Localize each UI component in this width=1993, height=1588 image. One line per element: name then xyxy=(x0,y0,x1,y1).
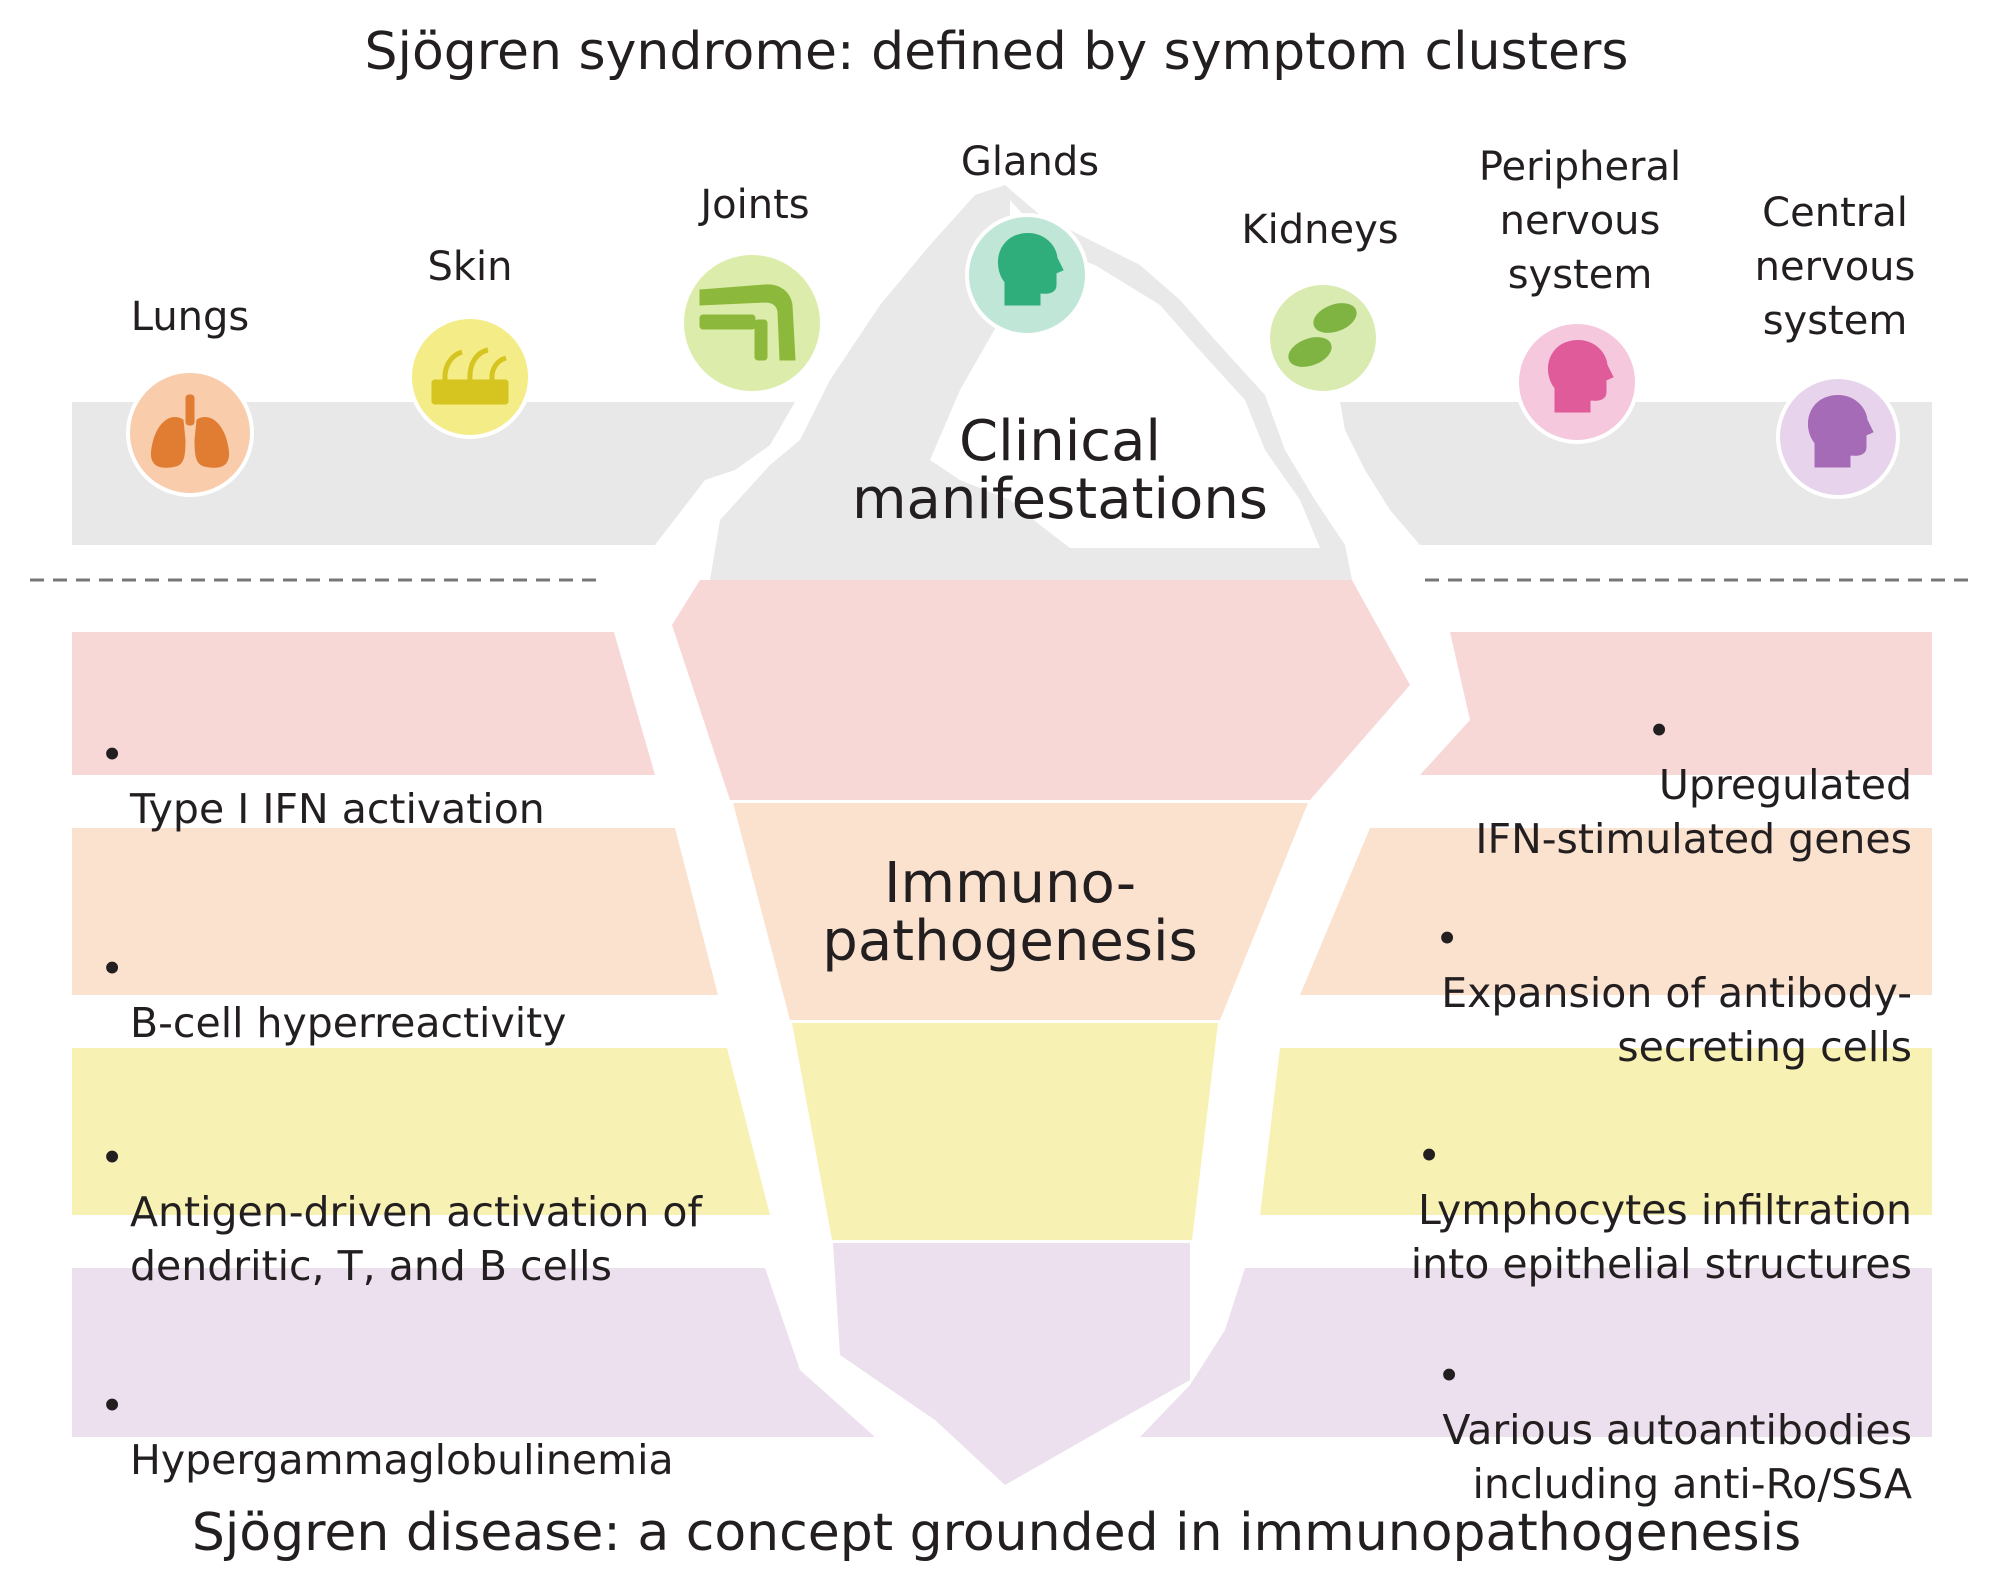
band-text-left-antigen: • Antigen-driven activation of dendritic… xyxy=(100,1077,740,1347)
band-bcell-left xyxy=(72,828,718,995)
organ-label-cns: Central nervous system xyxy=(1754,190,1916,344)
bottom-title: Sjögren disease: a concept grounded in i… xyxy=(191,1503,1802,1563)
band-text-left-autoab: • Hypergammaglobulinemia xyxy=(100,1325,740,1541)
band-text-left-bcell-content: B-cell hyperreactivity xyxy=(130,999,567,1047)
organ-label-pns: Peripheral nervous system xyxy=(1478,144,1682,298)
head-nerve-icon xyxy=(1515,320,1639,444)
organ-label-skin: Skin xyxy=(427,244,513,290)
band-text-right-autoab: • Various autoantibodies including anti-… xyxy=(1380,1295,1912,1565)
top-title: Sjögren syndrome: defined by symptom clu… xyxy=(364,22,1629,82)
band-autoab-left xyxy=(72,1268,875,1437)
joint-icon xyxy=(680,251,824,395)
iceberg-layer-antigen xyxy=(792,1023,1218,1240)
band-antigen-left xyxy=(72,1048,770,1215)
band-text-right-antigen: • Lymphocytes infiltration into epitheli… xyxy=(1380,1075,1912,1345)
band-antigen-right xyxy=(1260,1048,1932,1215)
band-text-right-bcell-content: Expansion of antibody- secreting cells xyxy=(1441,969,1912,1071)
band-text-right-bcell: • Expansion of antibody- secreting cells xyxy=(1380,858,1912,1128)
band-text-left-antigen-content: Antigen-driven activation of dendritic, … xyxy=(130,1188,702,1290)
organ-label-glands: Glands xyxy=(960,139,1100,185)
band-text-left-ifn: • Type I IFN activation xyxy=(100,674,660,890)
band-text-left-ifn-content: Type I IFN activation xyxy=(130,785,545,833)
organ-label-joints: Joints xyxy=(700,182,810,228)
skin-icon xyxy=(408,315,532,439)
band-ifn-left xyxy=(72,632,655,775)
band-bcell-right xyxy=(1300,828,1932,995)
lungs-icon xyxy=(126,369,254,497)
band-text-right-ifn: • Upregulated IFN-stimulated genes xyxy=(1380,650,1912,920)
band-text-right-antigen-content: Lymphocytes infiltration into epithelial… xyxy=(1410,1186,1912,1288)
organ-label-kidneys: Kidneys xyxy=(1241,207,1399,253)
band-text-right-ifn-content: Upregulated IFN-stimulated genes xyxy=(1475,761,1912,863)
head-brain-icon xyxy=(1776,375,1900,499)
immunopathogenesis-label: Immuno- pathogenesis xyxy=(822,851,1198,974)
band-text-right-autoab-content: Various autoantibodies including anti-Ro… xyxy=(1442,1406,1912,1508)
band-text-left-bcell: • B-cell hyperreactivity xyxy=(100,888,660,1104)
organ-label-lungs: Lungs xyxy=(130,294,250,340)
iceberg-layer-autoab xyxy=(833,1243,1190,1485)
band-ifn-right xyxy=(1420,632,1932,775)
band-autoab-right xyxy=(1140,1268,1932,1437)
head-gland-icon xyxy=(965,213,1089,337)
band-text-left-autoab-content: Hypergammaglobulinemia xyxy=(130,1436,674,1484)
iceberg-layer-bcell xyxy=(733,803,1308,1020)
iceberg-layer-ifn xyxy=(672,580,1410,800)
clinical-manifestations-label: Clinical manifestations xyxy=(852,409,1268,532)
kidney-icon xyxy=(1266,281,1380,395)
